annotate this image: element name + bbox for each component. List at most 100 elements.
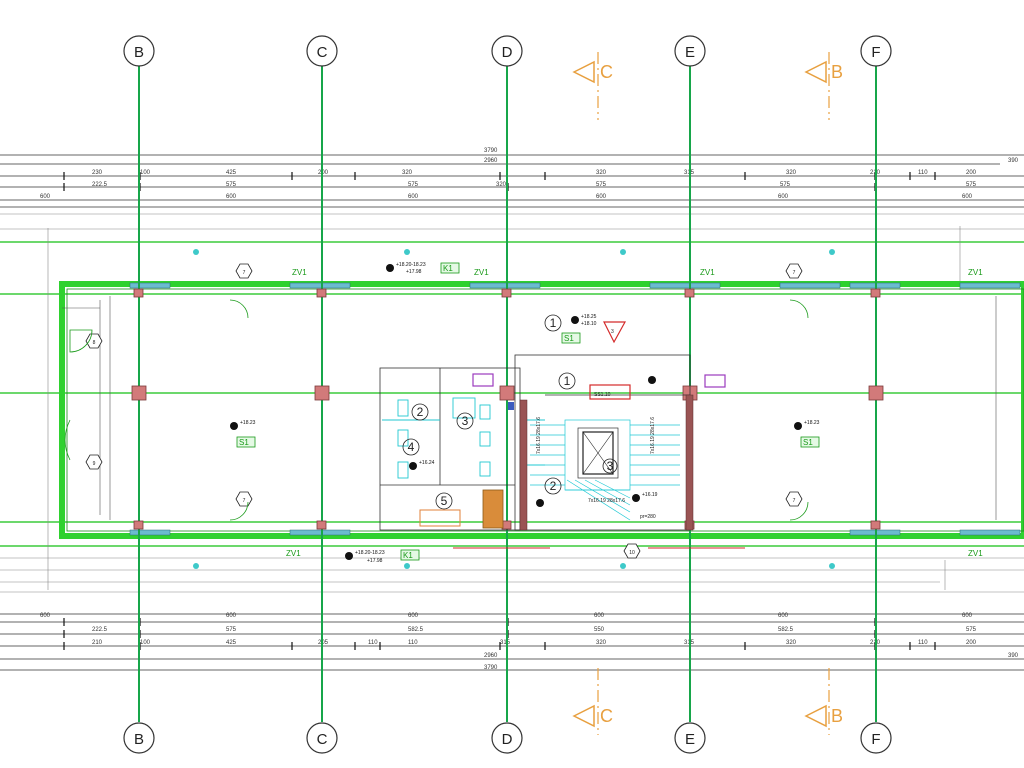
- axis-label-bottom: E: [685, 731, 695, 748]
- tag-s1-right: S1: [803, 438, 813, 447]
- svg-text:600: 600: [962, 613, 973, 619]
- svg-text:222.5: 222.5: [92, 627, 108, 633]
- svg-text:+18.23: +18.23: [240, 420, 256, 426]
- tag-zv-5: ZV1: [286, 549, 301, 558]
- tag-zv-1: ZV1: [292, 268, 307, 277]
- stair: [530, 419, 680, 521]
- axis-bubbles: B C D E F B C D E F: [123, 35, 892, 754]
- svg-text:1: 1: [564, 374, 571, 388]
- tag-zv-6: ZV1: [968, 549, 983, 558]
- stair-note-mid: 7x16.19 28x17.6: [588, 498, 625, 504]
- interior-lines: [62, 296, 997, 520]
- svg-text:110: 110: [408, 640, 418, 646]
- svg-text:320: 320: [402, 170, 413, 176]
- svg-text:4: 4: [408, 440, 415, 454]
- svg-text:575: 575: [226, 627, 237, 633]
- svg-text:+16.24: +16.24: [419, 460, 435, 466]
- axis-label-bottom: D: [502, 731, 513, 748]
- svg-text:7: 7: [793, 498, 796, 504]
- section-markers: C B C B: [572, 52, 843, 735]
- drain-points: [193, 249, 835, 569]
- svg-text:575: 575: [226, 182, 237, 188]
- svg-text:100: 100: [140, 640, 151, 646]
- svg-text:110: 110: [918, 640, 928, 646]
- tag-s1-core: S1: [564, 334, 574, 343]
- svg-text:320: 320: [786, 170, 797, 176]
- svg-text:205: 205: [318, 640, 329, 646]
- svg-text:+18.23: +18.23: [804, 420, 820, 426]
- svg-text:600: 600: [962, 194, 973, 200]
- axis-label-bottom: F: [871, 731, 880, 748]
- svg-text:pr=280: pr=280: [640, 514, 656, 520]
- elevation-marks: +18.20-18.23 +17.98 +18.20-18.23 +17.98 …: [230, 262, 820, 564]
- bottom-dimension-chains: [0, 613, 1024, 671]
- tag-s1-left: S1: [239, 438, 249, 447]
- svg-text:600: 600: [778, 194, 789, 200]
- svg-text:600: 600: [408, 613, 419, 619]
- hex-callouts: 7 7 7 7 8 9 10: [85, 263, 803, 559]
- stair-notes: 7x16.19 28x17.6 7x16.19 28x17.6 7x16.19 …: [536, 417, 656, 520]
- svg-text:110: 110: [368, 640, 378, 646]
- core-area: 3: [379, 321, 745, 549]
- svg-text:320: 320: [496, 182, 507, 188]
- svg-text:550: 550: [594, 627, 605, 633]
- svg-text:+18.10: +18.10: [581, 321, 597, 327]
- svg-text:3: 3: [462, 414, 469, 428]
- svg-text:600: 600: [226, 613, 237, 619]
- top-dim-texts: 3790 2960 390 230 100 425 200 320 320 31…: [40, 148, 1019, 200]
- svg-text:7: 7: [243, 498, 246, 504]
- svg-text:5: 5: [441, 494, 448, 508]
- dim-overall-top: 3790: [484, 148, 498, 154]
- svg-text:9: 9: [93, 461, 96, 467]
- dim-right-end-bottom: 390: [1008, 653, 1019, 659]
- dim-inner-bottom: 2960: [484, 653, 498, 659]
- svg-text:600: 600: [594, 613, 605, 619]
- svg-text:600: 600: [778, 613, 789, 619]
- svg-text:110: 110: [918, 170, 928, 176]
- axis-label-top: F: [871, 44, 880, 61]
- tag-zv-3: ZV1: [700, 268, 715, 277]
- marker-number: 3: [611, 329, 614, 335]
- top-dimension-chains: [0, 154, 1024, 208]
- svg-text:320: 320: [786, 640, 797, 646]
- svg-text:600: 600: [596, 194, 607, 200]
- svg-text:315: 315: [500, 640, 511, 646]
- svg-text:320: 320: [596, 170, 607, 176]
- svg-text:10: 10: [629, 550, 635, 556]
- svg-text:200: 200: [966, 640, 977, 646]
- svg-text:200: 200: [318, 170, 329, 176]
- dim-overall-bottom: 3790: [484, 665, 498, 671]
- svg-text:+17.98: +17.98: [406, 269, 422, 275]
- svg-text:222.5: 222.5: [92, 182, 108, 188]
- tag-k1-bottom: K1: [403, 551, 413, 560]
- tag-zv-4: ZV1: [968, 268, 983, 277]
- svg-text:8: 8: [93, 340, 96, 346]
- svg-text:425: 425: [226, 170, 237, 176]
- section-label-b-bottom: B: [831, 706, 843, 726]
- svg-text:600: 600: [408, 194, 419, 200]
- site-boundary-thin: [0, 213, 1024, 593]
- svg-text:582.5: 582.5: [408, 627, 424, 633]
- svg-text:600: 600: [226, 194, 237, 200]
- svg-text:1: 1: [550, 316, 557, 330]
- axis-label-bottom: B: [134, 731, 144, 748]
- svg-text:2: 2: [550, 479, 557, 493]
- svg-text:575: 575: [966, 627, 977, 633]
- site-boundary-lines: [0, 241, 1024, 547]
- svg-text:7: 7: [793, 270, 796, 276]
- section-label-c-bottom: C: [600, 706, 613, 726]
- tag-wall: SS1.10: [594, 392, 611, 398]
- section-label-b-top: B: [831, 62, 843, 82]
- svg-text:575: 575: [966, 182, 977, 188]
- dim-inner-top: 2960: [484, 158, 498, 164]
- svg-text:575: 575: [596, 182, 607, 188]
- svg-text:+17.98: +17.98: [367, 558, 383, 564]
- axis-label-top: D: [502, 44, 513, 61]
- svg-text:600: 600: [40, 613, 51, 619]
- svg-text:575: 575: [408, 182, 419, 188]
- svg-text:3: 3: [607, 459, 614, 473]
- tag-k1-top: K1: [443, 264, 453, 273]
- dim-right-end-top: 390: [1008, 158, 1019, 164]
- svg-text:+18.20-18.23: +18.20-18.23: [355, 550, 385, 556]
